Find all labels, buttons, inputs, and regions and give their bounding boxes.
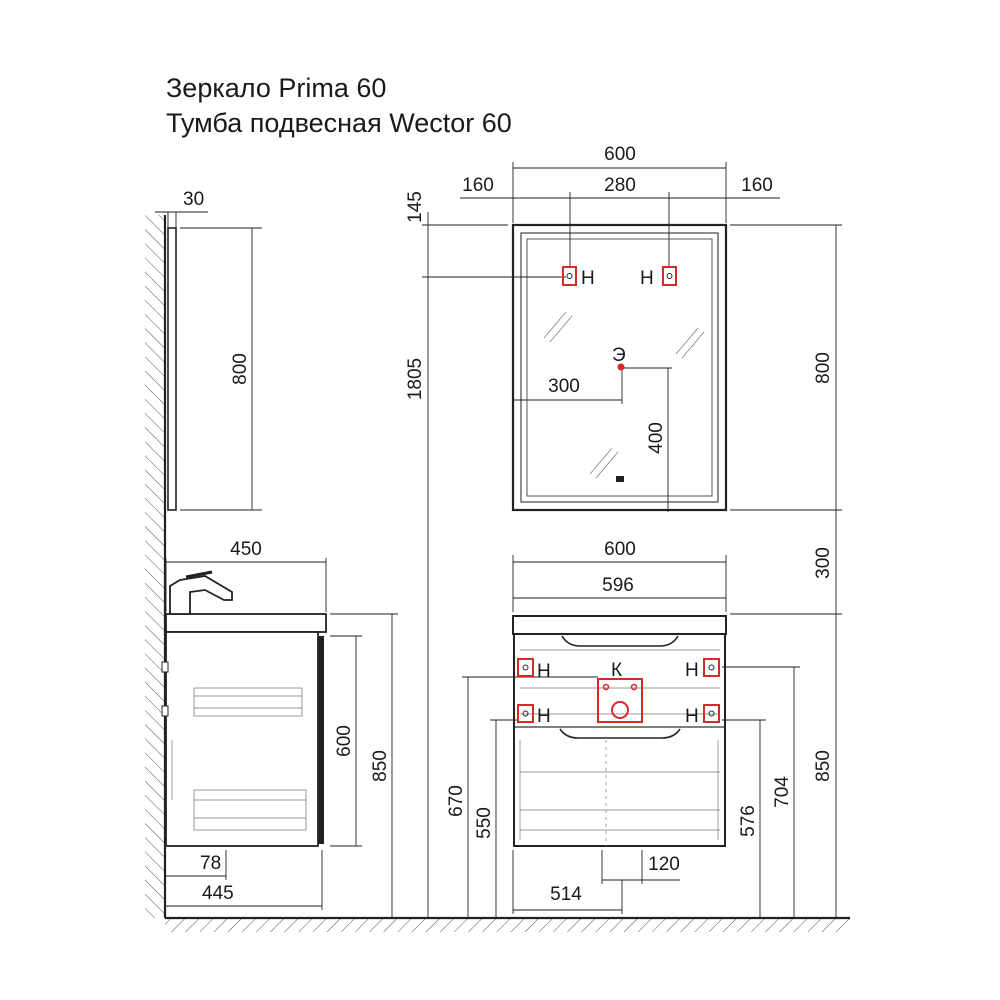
mount-marker-mirror-right — [662, 266, 677, 286]
dim-mirror-offset-left: 160 — [462, 175, 494, 196]
dim-drain-offset-left: 514 — [550, 884, 582, 905]
dim-mirror-mount-spacing: 280 — [604, 175, 636, 196]
dim-cabinet-side-floor-height: 850 — [370, 750, 391, 782]
mount-label-cabinet-bottom-right: Н — [685, 706, 699, 727]
dim-mirror-top-to-mount: 145 — [405, 191, 426, 223]
dim-mirror-side-height: 800 — [230, 353, 251, 385]
dim-socket-height: 576 — [738, 805, 759, 837]
dim-drain-width: 120 — [648, 854, 680, 875]
dim-cabinet-body-width: 596 — [602, 575, 634, 596]
sewer-label: К — [611, 660, 622, 681]
dim-mirror-mount-height: 1805 — [405, 358, 426, 400]
dim-upper-mount-height: 704 — [772, 776, 793, 808]
dim-mirror-total-width: 600 — [604, 144, 636, 165]
sewer-outlet — [597, 678, 643, 723]
title-mirror: Зеркало Prima 60 — [166, 73, 387, 103]
dim-mirror-offset-right: 160 — [741, 175, 773, 196]
dim-mirror-front-height: 800 — [813, 352, 834, 384]
wall — [145, 215, 167, 918]
side-mirror — [155, 211, 262, 511]
electric-label: Э — [612, 345, 626, 366]
dim-mirror-depth: 30 — [183, 189, 204, 210]
dim-cabinet-depth-bottom: 445 — [202, 883, 234, 904]
dim-lower-mount-height: 550 — [474, 807, 495, 839]
mount-marker-mirror-left — [562, 266, 577, 286]
dim-socket-horizontal: 300 — [548, 376, 580, 397]
dim-cabinet-wall-offset: 78 — [200, 853, 221, 874]
dim-drain-height: 670 — [446, 785, 467, 817]
front-mirror — [422, 162, 842, 918]
dim-socket-vertical: 400 — [646, 422, 667, 454]
dim-cabinet-front-floor-height: 850 — [813, 750, 834, 782]
dim-cabinet-total-width: 600 — [604, 539, 636, 560]
floor — [165, 916, 850, 932]
mount-marker-cabinet-bottom-left — [517, 704, 534, 723]
title-cabinet: Тумба подвесная Wector 60 — [166, 108, 512, 138]
front-cabinet — [462, 555, 837, 918]
dim-cabinet-side-height: 600 — [334, 725, 355, 757]
dim-cabinet-gap: 300 — [813, 547, 834, 579]
mount-label-cabinet-top-left: Н — [537, 661, 551, 682]
mount-marker-cabinet-top-right — [703, 658, 720, 677]
dim-cabinet-depth-top: 450 — [230, 539, 262, 560]
mount-label-cabinet-bottom-left: Н — [537, 706, 551, 727]
side-cabinet — [161, 558, 398, 918]
mount-label-mirror-right: Н — [640, 268, 654, 289]
mount-marker-cabinet-bottom-right — [703, 704, 720, 723]
mount-marker-cabinet-top-left — [517, 658, 534, 677]
mount-label-mirror-left: Н — [581, 268, 595, 289]
mount-label-cabinet-top-right: Н — [685, 660, 699, 681]
